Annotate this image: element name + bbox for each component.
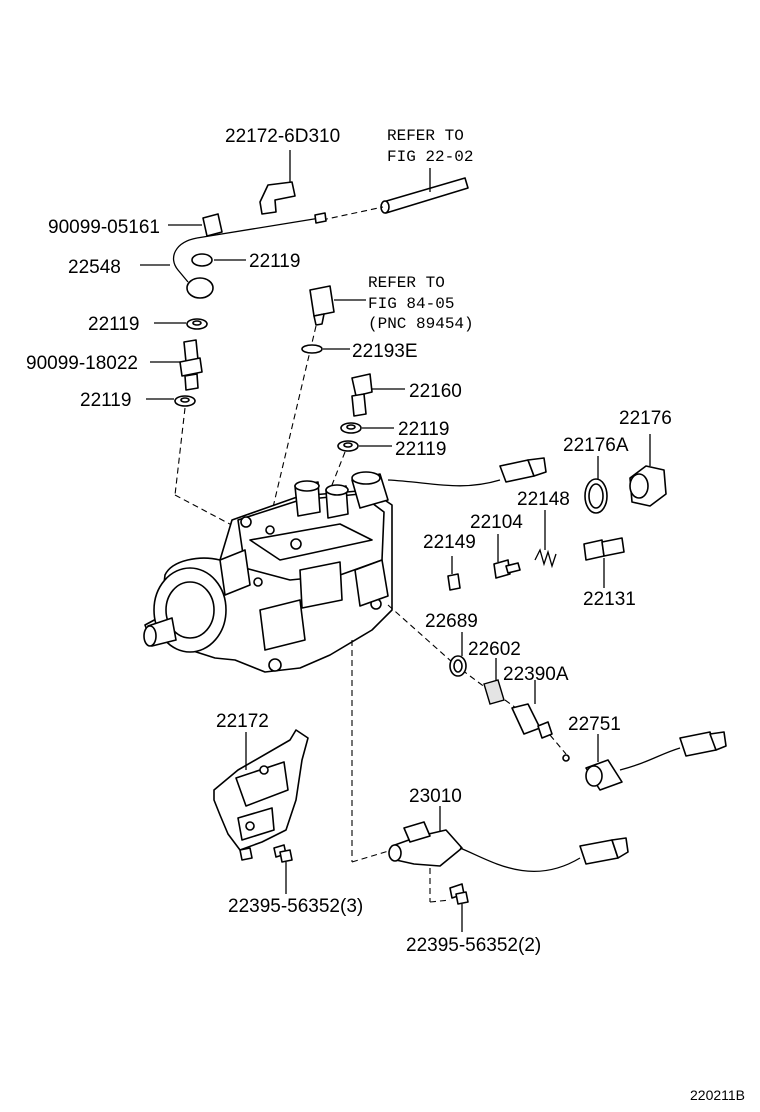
bolt-22395-56352-2 (449, 883, 469, 932)
callout-22172-6D310: 22172-6D310 (225, 126, 340, 147)
bolt-22104 (493, 534, 521, 579)
refer-to-label-1: REFER TO (387, 127, 464, 145)
sensor-23010 (388, 806, 629, 873)
injection-pump-body (143, 457, 547, 673)
callout-90099-05161: 90099-05161 (48, 217, 160, 238)
banjo-fitting (186, 253, 246, 299)
bolt-90099-18022 (150, 339, 203, 391)
pipe-22548 (140, 212, 327, 283)
sensor-22751 (562, 731, 727, 791)
callout-22395-56352-3: 22395-56352(3) (228, 896, 363, 917)
ring-22689 (449, 632, 467, 677)
nut-22176 (629, 434, 667, 507)
callout-22689: 22689 (425, 611, 478, 632)
sensor-22390A (511, 680, 553, 739)
callout-22548: 22548 (68, 257, 121, 278)
callout-90099-18022: 90099-18022 (26, 353, 138, 374)
fitting-22160 (351, 373, 405, 417)
bracket-plate-22172 (213, 729, 309, 861)
callout-22119-a: 22119 (249, 251, 300, 272)
refer-fig-22-02: FIG 22-02 (387, 148, 473, 166)
callout-22172: 22172 (216, 711, 269, 732)
bolt-22395-56352-3 (273, 844, 293, 894)
refer-fig-84-05: FIG 84-05 (368, 295, 454, 313)
part-22602 (483, 658, 505, 705)
callout-22390A: 22390A (503, 664, 569, 685)
part-22149 (447, 556, 461, 591)
callout-22602: 22602 (468, 639, 521, 660)
callout-22395-56352-2: 22395-56352(2) (406, 935, 541, 956)
figure-code: 220211B (690, 1087, 745, 1103)
callout-22119-c: 22119 (80, 390, 131, 411)
callout-22119-e: 22119 (395, 439, 446, 460)
clamp-90099-05161 (168, 213, 223, 237)
callout-22119-d: 22119 (398, 419, 449, 440)
refer-pnc-89454: (PNC 89454) (368, 315, 474, 333)
callout-22148: 22148 (517, 489, 570, 510)
bracket-22172-6D310 (259, 150, 296, 215)
o-ring-22193E (301, 344, 350, 354)
assembly-dashed-lines (351, 604, 567, 903)
callout-22149: 22149 (423, 532, 476, 553)
callout-22104: 22104 (470, 512, 523, 533)
sensor-connector-84-05 (269, 285, 366, 521)
refer-to-label-2: REFER TO (368, 274, 445, 292)
callout-22119-b: 22119 (88, 314, 139, 335)
part-22131 (583, 537, 625, 588)
callout-22131: 22131 (583, 589, 636, 610)
spring-22148 (534, 510, 557, 569)
callout-22193E: 22193E (352, 341, 418, 362)
washer-22119-pair (329, 422, 394, 491)
ring-22176A (584, 456, 608, 514)
callout-22176A: 22176A (563, 435, 629, 456)
callout-22751: 22751 (568, 714, 621, 735)
fuel-pipe-reference (321, 168, 469, 221)
callout-23010: 23010 (409, 786, 462, 807)
callout-22176: 22176 (619, 408, 672, 429)
callout-22160: 22160 (409, 381, 462, 402)
washer-22119-upper (154, 318, 208, 330)
